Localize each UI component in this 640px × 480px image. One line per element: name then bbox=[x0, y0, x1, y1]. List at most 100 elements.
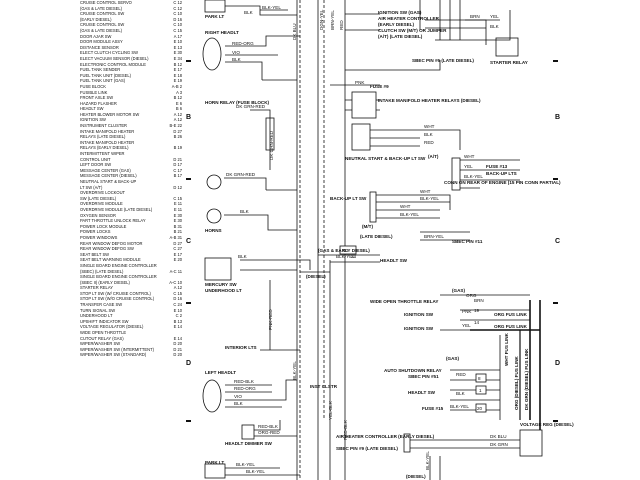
mercury-switch-symbol bbox=[204, 257, 232, 281]
pin-number: 8 bbox=[478, 376, 481, 381]
label-left-headlt: LEFT HEADLT bbox=[205, 370, 236, 375]
index-component-name: POWER LOCKS bbox=[80, 229, 111, 235]
index-grid-code: B 26 bbox=[173, 134, 182, 140]
neutral-start-switch-symbol bbox=[351, 123, 371, 151]
label-ign-sw-2: IGNITION SW bbox=[404, 326, 434, 331]
label-voltage-reg: VOLTAGE REG (DIESEL) bbox=[520, 422, 574, 427]
pin-box bbox=[475, 373, 487, 383]
wire-label: PNK-RED bbox=[268, 309, 273, 330]
wire-label: ORG bbox=[466, 293, 477, 298]
index-component-name: REAR WINDOW DEFOG MOTOR bbox=[80, 240, 143, 246]
label-inst-clstr: INST CLSTR bbox=[310, 384, 338, 389]
index-component-name: (SBEC) (LATE DIESEL) bbox=[80, 268, 124, 274]
index-grid-code: A 12 bbox=[173, 111, 182, 117]
index-component-name: IGNITION SW bbox=[80, 117, 106, 123]
index-component-name: RELAYS (EARLY DIESEL) bbox=[80, 145, 129, 151]
index-row: SINGLE BOARD ENGINE CONTROLLER bbox=[80, 263, 182, 269]
index-grid-code: D 16 bbox=[173, 16, 182, 22]
index-row: LT SW (A/T) D 12 bbox=[80, 185, 182, 191]
index-grid-code: E 10 bbox=[173, 39, 182, 45]
wire-label: BLK-YEL bbox=[400, 212, 419, 217]
label-org-diesel-link: ORG (DIESEL) FUS LINK bbox=[514, 355, 519, 410]
label-park-lt-bottom: PARK LT bbox=[205, 460, 224, 465]
wire-label: DK GRN-RED bbox=[236, 104, 266, 109]
index-grid-code: C 10 bbox=[173, 11, 182, 17]
index-component-name: HEATER BLOWER MOTOR SW bbox=[80, 111, 140, 117]
label-neutral-start: NEUTRAL START & BACK-UP LT SW bbox=[345, 156, 426, 161]
index-component-name: LEFT DOOR SW bbox=[80, 162, 112, 168]
wire-label: RED-BLK bbox=[234, 379, 255, 384]
label-gas-early-diesel: (GAS & EARLY DIESEL) bbox=[318, 248, 370, 253]
index-component-name: CRUISE CONTROL SERVO bbox=[80, 0, 132, 5]
wire-label: VIO bbox=[234, 394, 242, 399]
index-component-name: SW (LATE DIESEL) bbox=[80, 195, 117, 201]
wire-label: BLK bbox=[424, 132, 434, 137]
label-sbec-pin51: SBEC PIN #51 bbox=[408, 374, 439, 379]
index-grid-code: E 11 bbox=[173, 201, 182, 207]
index-component-name: (SBEC II) (EARLY DIESEL) bbox=[80, 279, 130, 285]
index-grid-code: E 14 bbox=[173, 324, 182, 330]
wire-label: WHT bbox=[400, 204, 411, 209]
label-ign-sw-1: IGNITION SW bbox=[404, 312, 434, 317]
margin-tick bbox=[186, 60, 191, 62]
index-grid-code: A-C 11 bbox=[169, 268, 182, 274]
index-component-name: FUSE BLOCK bbox=[80, 83, 106, 89]
component-labels: PARK LT RIGHT HEADLT HORN RELAY (FUSE BL… bbox=[205, 10, 574, 479]
index-component-name: (EARLY DIESEL) bbox=[80, 16, 112, 22]
index-component-name: OVERDRIVE MODULE bbox=[80, 201, 123, 207]
index-row: FUEL TANK UNIT (DIESEL)E 18 bbox=[80, 73, 182, 79]
index-grid-code: E 34 bbox=[173, 55, 182, 61]
label-gas-2: (GAS) bbox=[446, 356, 459, 361]
index-component-name: OVERDRIVE MODULE (LATE DIESEL) bbox=[80, 206, 153, 212]
index-component-name: HEADLT SW bbox=[80, 106, 104, 112]
wire-label: BLK bbox=[238, 254, 248, 259]
wire-label: YEL bbox=[462, 323, 471, 328]
index-row: SINGLE BOARD ENGINE CONTROLLER bbox=[80, 274, 182, 280]
label-starter-relay: STARTER RELAY bbox=[490, 60, 528, 65]
pin-box bbox=[475, 403, 487, 413]
wire-label: RED bbox=[456, 372, 466, 377]
index-component-name: ELECT VACUUM SENSOR (DIESEL) bbox=[80, 55, 149, 61]
wire-label: BRN bbox=[470, 14, 480, 19]
label-mt: (M/T) bbox=[362, 224, 373, 229]
wire-label: BRN-YEL bbox=[330, 10, 335, 30]
index-grid-code: B 21 bbox=[173, 229, 182, 235]
margin-tick bbox=[186, 302, 191, 304]
zone-label-right-d: D bbox=[555, 360, 561, 367]
label-intake-heater: INTAKE MANIFOLD HEATER RELAYS (DIESEL) bbox=[378, 98, 481, 103]
label-backup-lts: BACK-UP LTS bbox=[486, 171, 517, 176]
zone-label-left-b: B bbox=[186, 114, 192, 121]
index-grid-code: E 11 bbox=[173, 206, 182, 212]
index-grid-code: D 12 bbox=[173, 184, 182, 190]
label-right-headlt: RIGHT HEADLT bbox=[205, 30, 239, 35]
index-component-name: WIPER/WASHER SW (INTERMITTENT) bbox=[80, 346, 154, 352]
label-auto-shutdown: AUTO SHUTDOWN RELAY bbox=[384, 368, 442, 373]
label-sbec-pin9: SBEC PIN #9 (LATE DIESEL) bbox=[336, 446, 398, 451]
wire-label: RED-BLK bbox=[258, 424, 279, 429]
index-grid-code: E 13 bbox=[173, 44, 182, 50]
index-component-name: ELECT CLUTCH CYCLING SW bbox=[80, 50, 138, 56]
label-wht-fus-link: WHT FUS LINK bbox=[504, 332, 509, 366]
index-component-name: LT SW (A/T) bbox=[80, 184, 103, 190]
index-grid-code: C 15 bbox=[173, 27, 182, 33]
index-component-name: FUSIBLE LINK bbox=[80, 89, 108, 95]
index-grid-code: A-C 10 bbox=[169, 279, 182, 285]
index-component-name: UPSHIFT INDICATOR SW bbox=[80, 318, 129, 324]
index-component-name: RELAYS (LATE DIESEL) bbox=[80, 134, 126, 140]
index-component-name: DOOR MODULE ASSY bbox=[80, 39, 123, 45]
index-component-name: UNDERHOOD LT bbox=[80, 313, 113, 319]
index-row: VOLTAGE REGULATOR (DIESEL)E 14 bbox=[80, 324, 182, 330]
index-row: CUTOUT RELAY (GAS)E 14 bbox=[80, 336, 182, 342]
label-fuse9: FUSE #9 bbox=[370, 84, 389, 89]
wire-label: BLK-YEL bbox=[425, 451, 430, 470]
label-underhood-lt: UNDERHOOD LT bbox=[205, 288, 242, 293]
index-row: HEATER BLOWER MOTOR SW A 12 bbox=[80, 112, 182, 118]
